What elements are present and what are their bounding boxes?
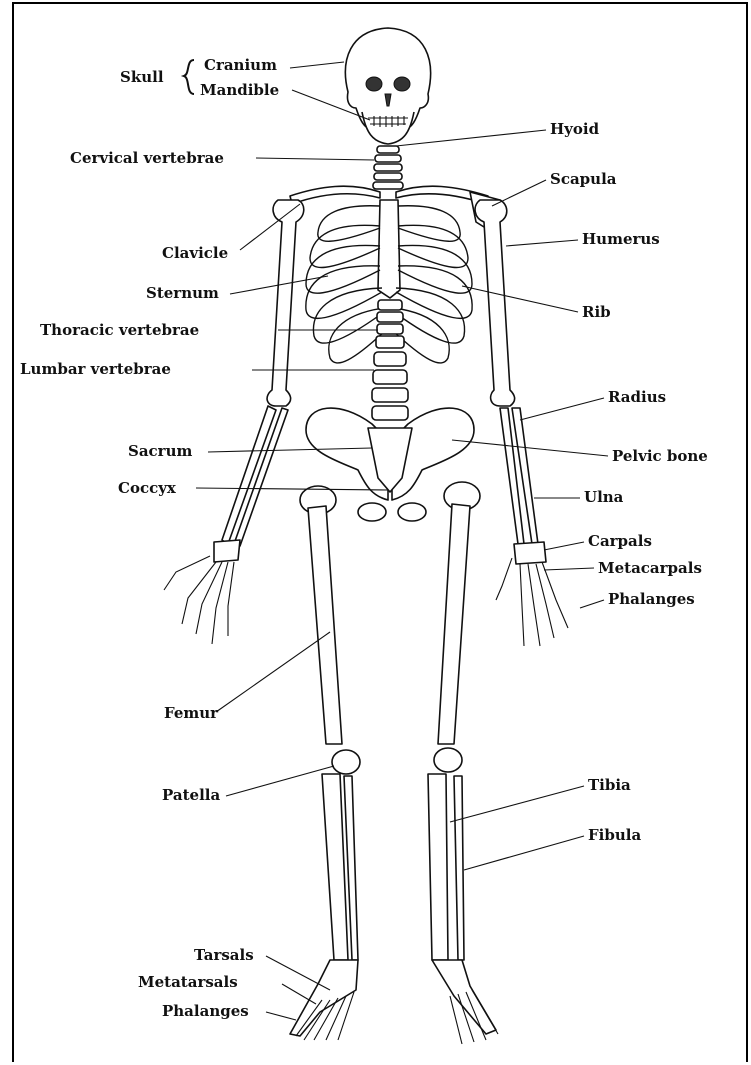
labels: Skull Cranium Mandible Hyoid Cervical ve…: [20, 56, 708, 1020]
label-tibia: Tibia: [588, 776, 631, 794]
sternum-drawing: [378, 200, 400, 298]
cervical-vertebrae-drawing: [373, 146, 403, 189]
label-patella: Patella: [162, 786, 220, 804]
label-mandible: Mandible: [200, 81, 279, 99]
label-ulna: Ulna: [584, 488, 624, 506]
label-radius: Radius: [608, 388, 666, 406]
right-patella-drawing: [434, 748, 462, 772]
label-coccyx: Coccyx: [118, 479, 177, 497]
label-phalanges-foot: Phalanges: [162, 1002, 249, 1020]
label-carpals: Carpals: [588, 532, 652, 550]
label-thoracic-vertebrae: Thoracic vertebrae: [40, 321, 199, 339]
label-skull: Skull: [120, 68, 164, 86]
label-sacrum: Sacrum: [128, 442, 192, 460]
label-lumbar-vertebrae: Lumbar vertebrae: [20, 360, 171, 378]
spine-drawing: [372, 300, 408, 420]
label-rib: Rib: [582, 303, 611, 321]
label-humerus: Humerus: [582, 230, 660, 248]
label-pelvic-bone: Pelvic bone: [612, 447, 708, 465]
label-cranium: Cranium: [204, 56, 277, 74]
label-sternum: Sternum: [146, 284, 219, 302]
label-phalanges-hand: Phalanges: [608, 590, 695, 608]
left-patella-drawing: [332, 750, 360, 774]
right-arm-drawing: [475, 200, 568, 646]
label-tarsals: Tarsals: [194, 946, 254, 964]
feet-drawing: [290, 960, 498, 1044]
left-arm-drawing: [164, 200, 304, 644]
label-scapula: Scapula: [550, 170, 617, 188]
label-metacarpals: Metacarpals: [598, 559, 702, 577]
label-clavicle: Clavicle: [162, 244, 228, 262]
label-hyoid: Hyoid: [550, 120, 600, 138]
label-fibula: Fibula: [588, 826, 641, 844]
label-metatarsals: Metatarsals: [138, 973, 238, 991]
label-cervical-vertebrae: Cervical vertebrae: [70, 149, 224, 167]
femur-drawing: [300, 482, 480, 744]
skull-drawing: [345, 28, 430, 144]
lower-leg-drawing: [322, 774, 464, 960]
label-femur: Femur: [164, 704, 219, 722]
left-clavicle-drawing: [290, 186, 380, 204]
skeleton-illustration: [164, 28, 568, 1044]
